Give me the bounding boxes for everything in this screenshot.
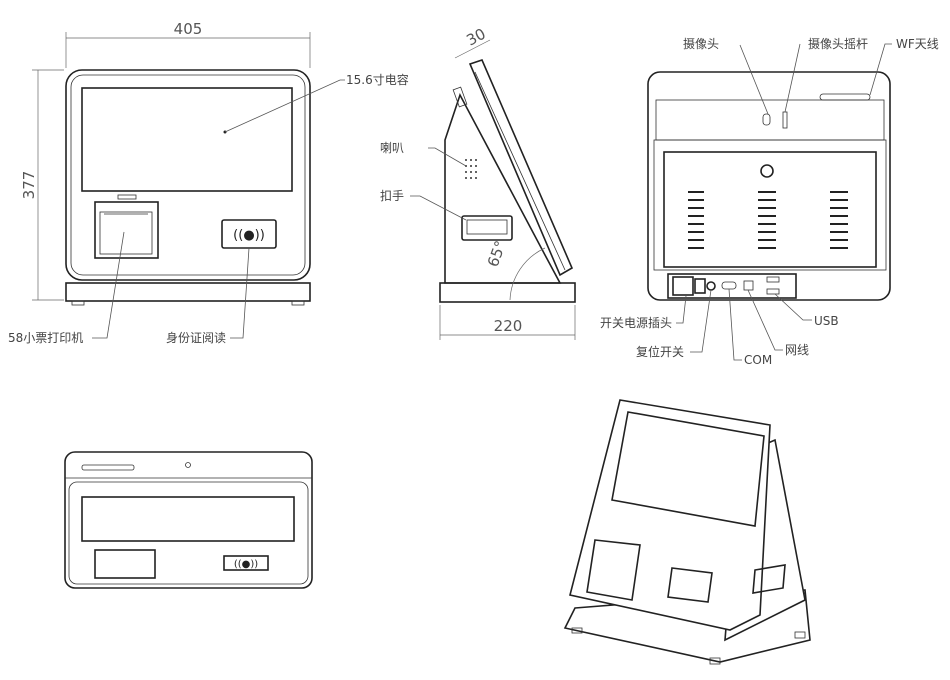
leader-line xyxy=(690,289,712,353)
foot xyxy=(794,631,806,639)
id-reader-label: 身份证阅读 xyxy=(166,330,226,345)
usb-label: USB xyxy=(814,314,839,328)
camera-lever xyxy=(782,111,788,129)
power-socket xyxy=(672,276,694,296)
leader-line xyxy=(230,247,250,339)
speaker-label: 喇叭 xyxy=(380,140,404,155)
usb-port xyxy=(766,276,780,283)
speaker-grille xyxy=(465,159,477,179)
camera-lever-label: 摄像头摇杆 xyxy=(808,36,868,51)
iso-printer xyxy=(586,539,641,601)
antenna-label: WF天线 xyxy=(896,37,939,51)
nfc-icon: ((●)) xyxy=(233,228,265,243)
back-body xyxy=(647,71,891,301)
leader-line xyxy=(869,43,892,96)
handle-label: 扣手 xyxy=(380,189,404,203)
foot xyxy=(291,300,305,306)
handle-recess xyxy=(466,219,508,235)
foot xyxy=(71,300,85,306)
camera xyxy=(762,113,771,126)
power-socket-label: 开关电源插头 xyxy=(600,316,672,330)
front-view: 405 377 ((●)) 15.6寸电容 58小票打印机 身份证阅读 xyxy=(8,20,409,345)
depth-dimension: 30 xyxy=(463,25,488,50)
power-switch xyxy=(694,278,706,294)
iso-front-panel xyxy=(569,399,771,631)
screen-label: 15.6寸电容 xyxy=(346,72,409,87)
side-handle xyxy=(461,215,513,241)
nfc-icon: ((●)) xyxy=(234,559,258,570)
logo-mark xyxy=(117,194,137,200)
angle-arc xyxy=(509,247,546,301)
leader-line xyxy=(747,289,783,351)
touch-screen xyxy=(81,87,293,192)
leader-line xyxy=(428,147,467,167)
antenna xyxy=(81,464,135,471)
side-screen-panel xyxy=(468,59,574,277)
leader-line xyxy=(676,295,687,324)
printer-label: 58小票打印机 xyxy=(8,331,83,345)
front-bezel xyxy=(70,74,306,276)
leader-line xyxy=(739,44,769,115)
base xyxy=(65,282,311,302)
height-dimension: 377 xyxy=(20,171,38,200)
vent-slots xyxy=(688,191,848,249)
lock-icon xyxy=(760,164,774,178)
camera-label: 摄像头 xyxy=(683,36,719,51)
leader-line xyxy=(774,293,812,321)
foot xyxy=(571,627,583,634)
leader-line xyxy=(728,288,742,361)
iso-screen xyxy=(611,411,765,527)
side-base xyxy=(439,282,576,303)
back-cover xyxy=(663,151,877,268)
com-port xyxy=(721,281,737,290)
iso-id-reader xyxy=(667,567,713,603)
leader-line xyxy=(224,79,345,133)
top-view-body xyxy=(64,451,313,589)
network-port xyxy=(743,280,754,291)
camera xyxy=(185,462,191,468)
foot xyxy=(709,657,721,665)
receipt-printer xyxy=(94,549,156,579)
leader-line xyxy=(92,231,125,339)
printer-door xyxy=(99,211,153,255)
isometric-view xyxy=(563,399,811,665)
leader-line xyxy=(784,43,801,113)
back-panel xyxy=(653,139,887,271)
wifi-antenna xyxy=(819,93,871,101)
depth-dimension-line xyxy=(454,39,491,59)
front-bezel xyxy=(68,481,309,585)
usb-port xyxy=(766,288,780,295)
base-dimension: 220 xyxy=(494,317,523,335)
id-card-reader xyxy=(223,555,269,571)
leader-line xyxy=(410,195,467,221)
top-view: ((●)) xyxy=(64,451,313,589)
io-panel xyxy=(667,273,797,299)
network-label: 网线 xyxy=(785,343,809,357)
screen xyxy=(81,496,295,542)
width-dimension: 405 xyxy=(174,20,203,38)
receipt-printer xyxy=(94,201,159,259)
front-body xyxy=(65,69,311,281)
com-label: COM xyxy=(744,353,772,367)
reset-button xyxy=(706,281,716,291)
back-view: 摄像头 摄像头摇杆 WF天线 开关电源插头 复位开关 COM 网线 USB xyxy=(600,36,939,367)
panel-edge xyxy=(474,71,566,271)
reset-label: 复位开关 xyxy=(636,344,684,359)
antenna xyxy=(452,86,468,108)
iso-handle xyxy=(752,564,786,594)
side-view: 喇叭 扣手 30 65° 220 xyxy=(380,25,576,340)
